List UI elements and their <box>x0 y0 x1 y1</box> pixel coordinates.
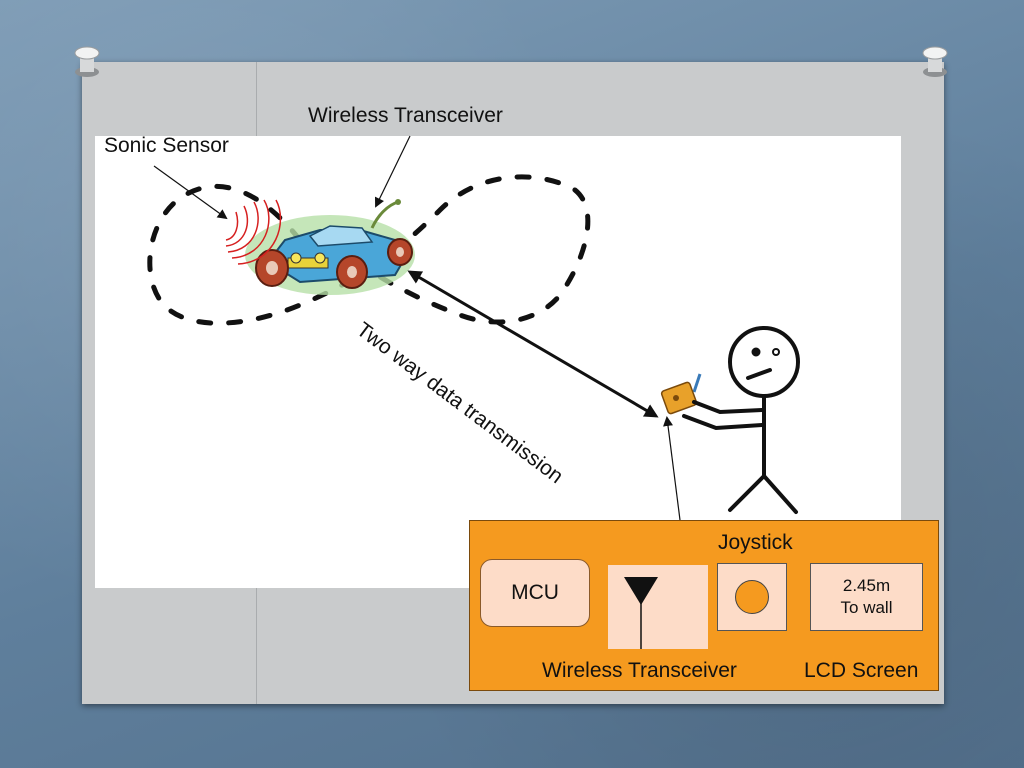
controller-panel: Joystick MCU 2.45m To wall Wireless Tran… <box>469 520 939 691</box>
sonic-sensor-pointer <box>153 165 228 220</box>
panel-wireless-transceiver-label: Wireless Transceiver <box>542 659 737 682</box>
lcd-distance-value: 2.45m <box>842 576 891 595</box>
joystick-pointer <box>663 416 681 521</box>
wireless-transceiver-box <box>608 565 708 649</box>
wireless-transceiver-label: Wireless Transceiver <box>308 104 503 127</box>
lcd-screen-box: 2.45m To wall <box>810 563 923 631</box>
two-way-arrow <box>407 270 659 418</box>
rc-car-icon <box>245 199 415 295</box>
joystick-box <box>717 563 787 631</box>
remote-control-icon <box>660 373 702 415</box>
mcu-box: MCU <box>480 559 590 627</box>
joystick-label: Joystick <box>718 531 793 554</box>
sonic-sensor-label: Sonic Sensor <box>104 134 229 157</box>
lcd-screen-label: LCD Screen <box>804 659 919 682</box>
wireless-transceiver-pointer <box>374 135 411 208</box>
pin-right-icon <box>922 46 948 77</box>
joystick-knob-icon <box>735 580 769 614</box>
lcd-distance-caption: To wall <box>840 598 893 617</box>
antenna-icon <box>624 577 658 649</box>
sonic-waves-icon <box>225 199 282 265</box>
mcu-label: MCU <box>511 581 559 604</box>
stick-figure-person <box>682 326 800 514</box>
pin-left-icon <box>74 46 100 77</box>
